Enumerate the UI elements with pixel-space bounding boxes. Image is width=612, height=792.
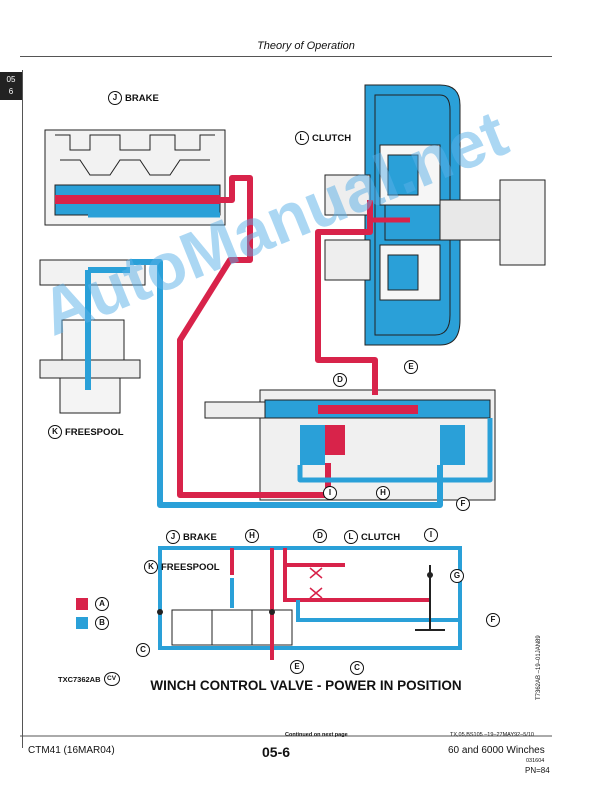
section-tab-number: 05	[6, 75, 16, 84]
callout-e: E	[404, 360, 418, 374]
schematic-callout-c-right: C	[350, 661, 364, 675]
schematic-brake-label: J BRAKE	[166, 530, 217, 544]
footer-page-number: 05-6	[262, 744, 291, 760]
margin-rule	[22, 70, 23, 748]
footer-manual-id: CTM41 (16MAR04)	[28, 745, 115, 756]
figure-title: WINCH CONTROL VALVE - POWER IN POSITION	[150, 678, 462, 693]
brake-label: J BRAKE	[108, 91, 159, 105]
brake-text: BRAKE	[125, 92, 159, 104]
legend-pressure-swatch	[76, 598, 88, 610]
footer-doc-code: 031604	[526, 758, 545, 764]
clutch-letter: L	[295, 131, 309, 145]
figure-reference: TXC7362AB CV	[58, 672, 120, 686]
schematic-callout-i: I	[424, 528, 438, 542]
control-valve-body	[204, 389, 496, 501]
schematic-callout-e: E	[290, 660, 304, 674]
continued-note: Continued on next page	[285, 732, 348, 738]
callout-i: I	[323, 486, 337, 500]
section-tab: 05 6	[0, 72, 22, 100]
clutch-text: CLUTCH	[312, 132, 352, 144]
legend-return-swatch	[76, 617, 88, 629]
legend-a-letter: A	[95, 597, 109, 611]
freespool-letter: K	[48, 425, 62, 439]
freespool-text: FREESPOOL	[65, 426, 124, 438]
schematic-freespool-label: K FREESPOOL	[144, 560, 220, 574]
hydraulic-lines	[85, 175, 493, 508]
schematic-callout-f: F	[486, 613, 500, 627]
schematic-clutch-label: L CLUTCH	[344, 530, 400, 544]
footer-pn: PN=84	[525, 766, 550, 775]
schematic-freespool-letter: K	[144, 560, 158, 574]
callout-d: D	[333, 373, 347, 387]
clutch-assembly	[324, 84, 546, 346]
schematic-callout-d: D	[313, 529, 327, 543]
schematic-callout-g: G	[450, 569, 464, 583]
page-header: Theory of Operation	[257, 40, 355, 52]
callout-f: F	[456, 497, 470, 511]
schematic-brake-text: BRAKE	[183, 531, 217, 543]
callout-h: H	[376, 486, 390, 500]
document-reference: TX,05,BS105 –19–27MAY92–5/10	[450, 732, 534, 738]
legend-b-letter: B	[95, 616, 109, 630]
clutch-label: L CLUTCH	[295, 131, 351, 145]
schematic-brake-letter: J	[166, 530, 180, 544]
schematic-clutch-text: CLUTCH	[361, 531, 401, 543]
figure-reference-code: TXC7362AB	[58, 674, 101, 684]
schematic-clutch-letter: L	[344, 530, 358, 544]
brake-letter: J	[108, 91, 122, 105]
section-tab-page: 6	[8, 87, 14, 96]
schematic	[157, 546, 462, 660]
footer-manual-title: 60 and 6000 Winches	[448, 745, 545, 756]
freespool-label: K FREESPOOL	[48, 425, 124, 439]
freespool-assembly	[39, 259, 146, 414]
schematic-callout-h: H	[245, 529, 259, 543]
figure-reference-badge: CV	[103, 672, 120, 686]
schematic-callout-c-left: C	[136, 643, 150, 657]
schematic-freespool-text: FREESPOOL	[161, 561, 220, 573]
header-rule	[20, 56, 552, 57]
